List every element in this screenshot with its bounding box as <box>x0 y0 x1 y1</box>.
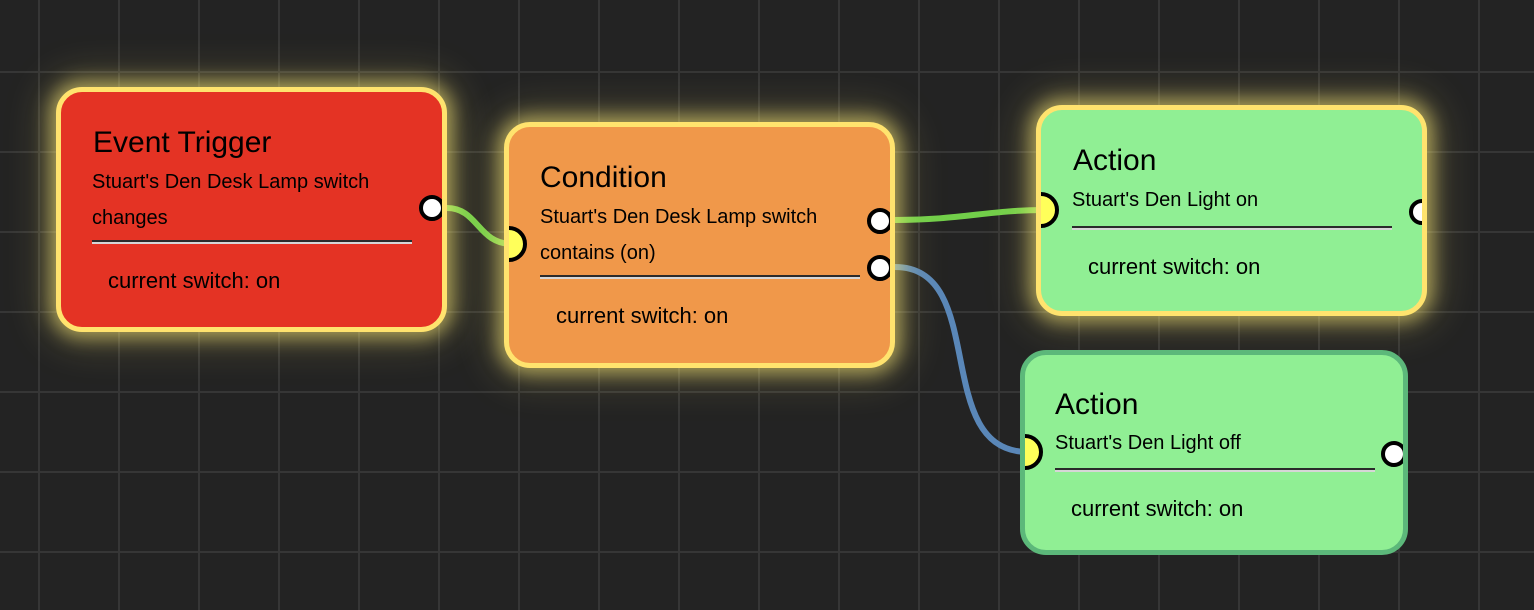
node-title: Action <box>1073 144 1157 177</box>
node-divider <box>1055 468 1375 472</box>
node-state: current switch: on <box>1071 496 1244 521</box>
node-state: current switch: on <box>108 268 281 293</box>
output-port[interactable] <box>1409 199 1422 225</box>
node-event-trigger[interactable]: Event Trigger Stuart's Den Desk Lamp swi… <box>56 87 447 332</box>
node-action-light-on[interactable]: Action Stuart's Den Light on current swi… <box>1036 105 1427 316</box>
node-description: Stuart's Den Light on <box>1072 189 1259 211</box>
output-port[interactable] <box>1381 441 1403 467</box>
output-port-true[interactable] <box>867 208 890 234</box>
node-description: Stuart's Den Light off <box>1055 432 1241 454</box>
node-description: Stuart's Den Desk Lamp switch changes <box>92 171 370 229</box>
connection-trigger-to-condition[interactable] <box>444 205 515 247</box>
node-title: Action <box>1055 388 1139 421</box>
node-state: current switch: on <box>556 303 729 328</box>
output-port[interactable] <box>419 195 442 221</box>
node-divider <box>540 275 860 279</box>
node-title: Event Trigger <box>93 126 272 159</box>
node-title: Condition <box>540 161 667 194</box>
node-action-light-off[interactable]: Action Stuart's Den Light off current sw… <box>1020 350 1408 555</box>
output-port-false[interactable] <box>867 255 890 281</box>
node-condition[interactable]: Condition Stuart's Den Desk Lamp switch … <box>504 122 895 368</box>
input-port[interactable] <box>1025 434 1043 470</box>
node-description: Stuart's Den Desk Lamp switch contains (… <box>540 206 818 264</box>
input-port[interactable] <box>509 226 527 262</box>
node-divider <box>92 240 412 244</box>
connection-condition-to-action-on[interactable] <box>892 207 1047 223</box>
node-divider <box>1072 226 1392 230</box>
input-port[interactable] <box>1041 192 1059 228</box>
connection-condition-to-action-off[interactable] <box>892 264 1031 455</box>
node-state: current switch: on <box>1088 254 1261 279</box>
